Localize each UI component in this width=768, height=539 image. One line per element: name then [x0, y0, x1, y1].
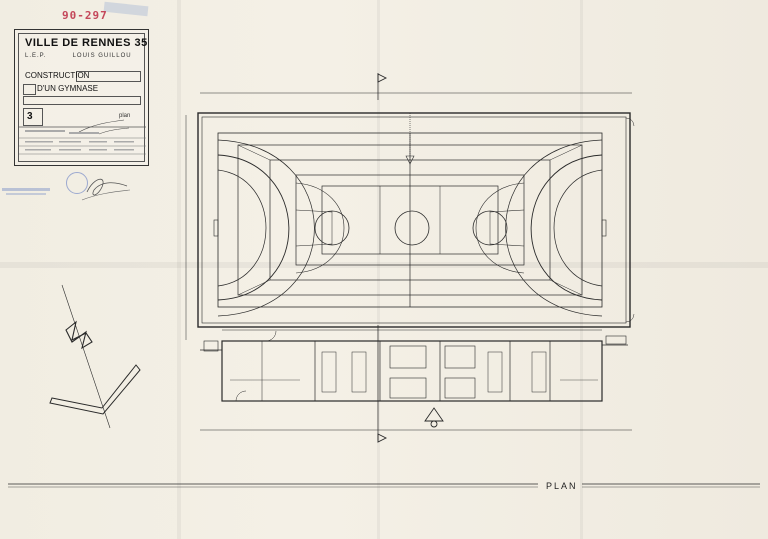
sheet-type: plan	[119, 113, 131, 119]
fold-left	[177, 0, 181, 539]
hall-outer-wall	[197, 112, 631, 328]
title-field-box-1	[76, 71, 141, 82]
service-annex	[221, 340, 603, 402]
fold-right	[580, 0, 583, 539]
title-block-frame: VILLE DE RENNES 35 L.E.P. LOUIS GUILLOU C…	[18, 33, 148, 162]
school-name: L.E.P. LOUIS GUILLOU	[25, 53, 132, 59]
archive-number: 90-297	[62, 9, 108, 22]
left-stamp	[2, 188, 50, 195]
section-marker-icon	[377, 73, 388, 443]
title-block: VILLE DE RENNES 35 L.E.P. LOUIS GUILLOU C…	[14, 29, 149, 166]
sheet-number: 3	[27, 111, 33, 122]
city-name: VILLE DE RENNES 35	[25, 37, 148, 49]
school-prefix: L.E.P.	[25, 53, 47, 59]
title-block-lines	[19, 119, 146, 155]
center-circle	[394, 210, 430, 246]
school-name-text: LOUIS GUILLOU	[72, 53, 132, 59]
project-line-2: D'UN GYMNASE	[37, 84, 99, 93]
plan-label: PLAN	[546, 481, 578, 491]
north-arrow-icon	[49, 284, 141, 429]
signature	[81, 178, 131, 201]
sheet-number-box	[23, 108, 43, 126]
title-field-box-2	[23, 84, 36, 95]
circular-stamp	[66, 172, 88, 194]
title-field-box-3	[23, 96, 141, 105]
entrance-arrow-icon	[424, 407, 444, 428]
fold-center	[377, 0, 380, 539]
project-line-1: CONSTRUCTION	[25, 71, 90, 80]
